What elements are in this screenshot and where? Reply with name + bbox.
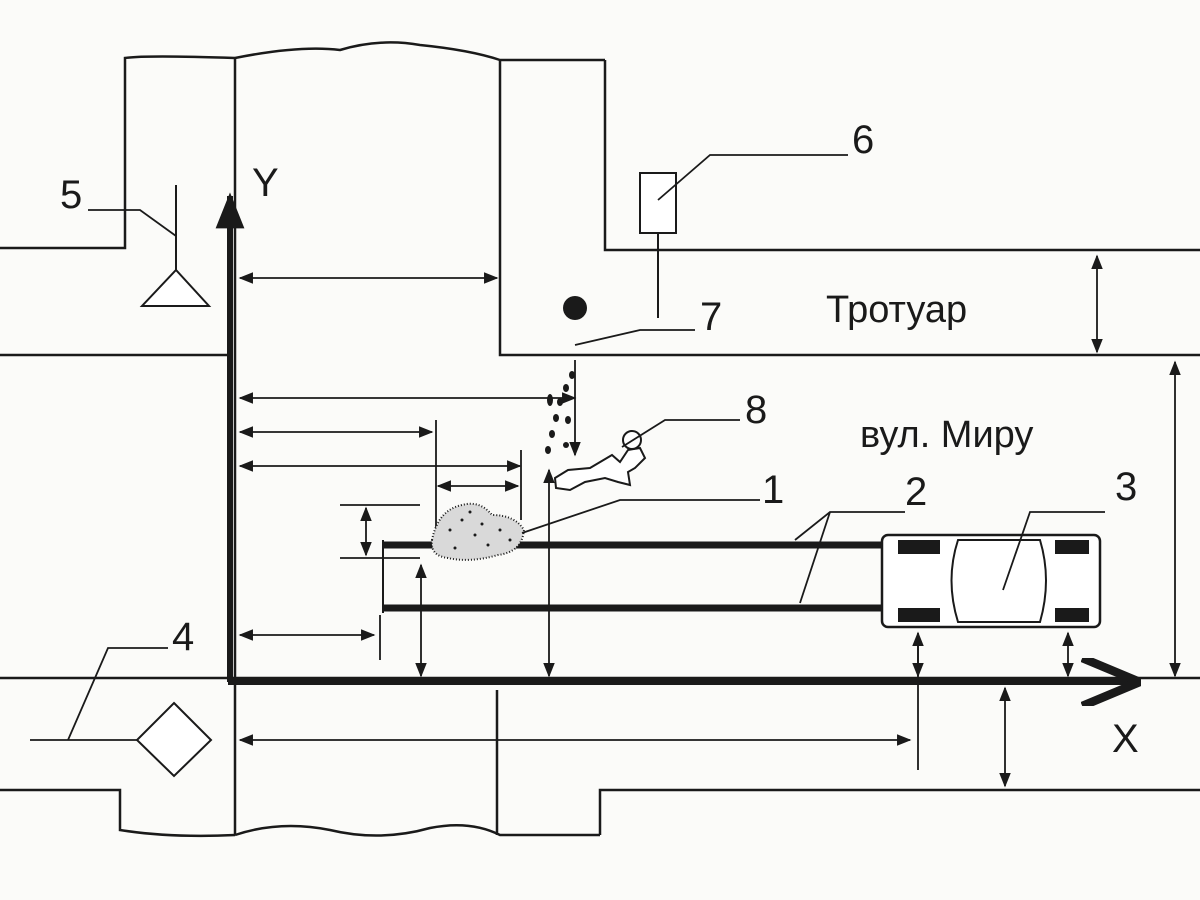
label-6: 6	[852, 118, 874, 162]
label-2: 2	[905, 470, 927, 514]
stain-dots	[448, 510, 512, 550]
triangle-sign-icon	[139, 185, 212, 307]
coordinate-axes: Y X	[215, 161, 1139, 761]
label-1: 1	[762, 468, 784, 512]
road-outline	[0, 41, 1200, 838]
sidewalk-label: Тротуар	[826, 289, 967, 331]
bottom-left-block-outline	[0, 788, 236, 838]
car-top-view-icon	[880, 533, 1102, 629]
left-block-upper-outline	[0, 55, 236, 250]
right-block-upper-outline	[603, 60, 1200, 252]
label-3: 3	[1115, 465, 1137, 509]
leader-lines	[30, 154, 1105, 741]
bottom-break-line	[234, 823, 600, 837]
label-7: 7	[700, 295, 722, 339]
lamp-post-icon	[639, 172, 677, 318]
top-break-line	[234, 41, 605, 62]
stain-icon	[430, 502, 526, 561]
street-label: вул. Миру	[860, 414, 1033, 456]
callout-labels: 1 2 3 4 5 6 7 8	[60, 118, 1137, 659]
dimension-lines	[238, 254, 1181, 788]
x-axis-label: X	[1112, 717, 1139, 761]
diamond-sign-icon	[135, 701, 213, 778]
label-8: 8	[745, 388, 767, 432]
pole-dot-icon	[563, 296, 587, 320]
person-lying-icon	[553, 430, 647, 492]
y-axis-label: Y	[252, 161, 279, 205]
drip-trail	[545, 371, 575, 454]
label-5: 5	[60, 173, 82, 217]
label-4: 4	[172, 615, 194, 659]
